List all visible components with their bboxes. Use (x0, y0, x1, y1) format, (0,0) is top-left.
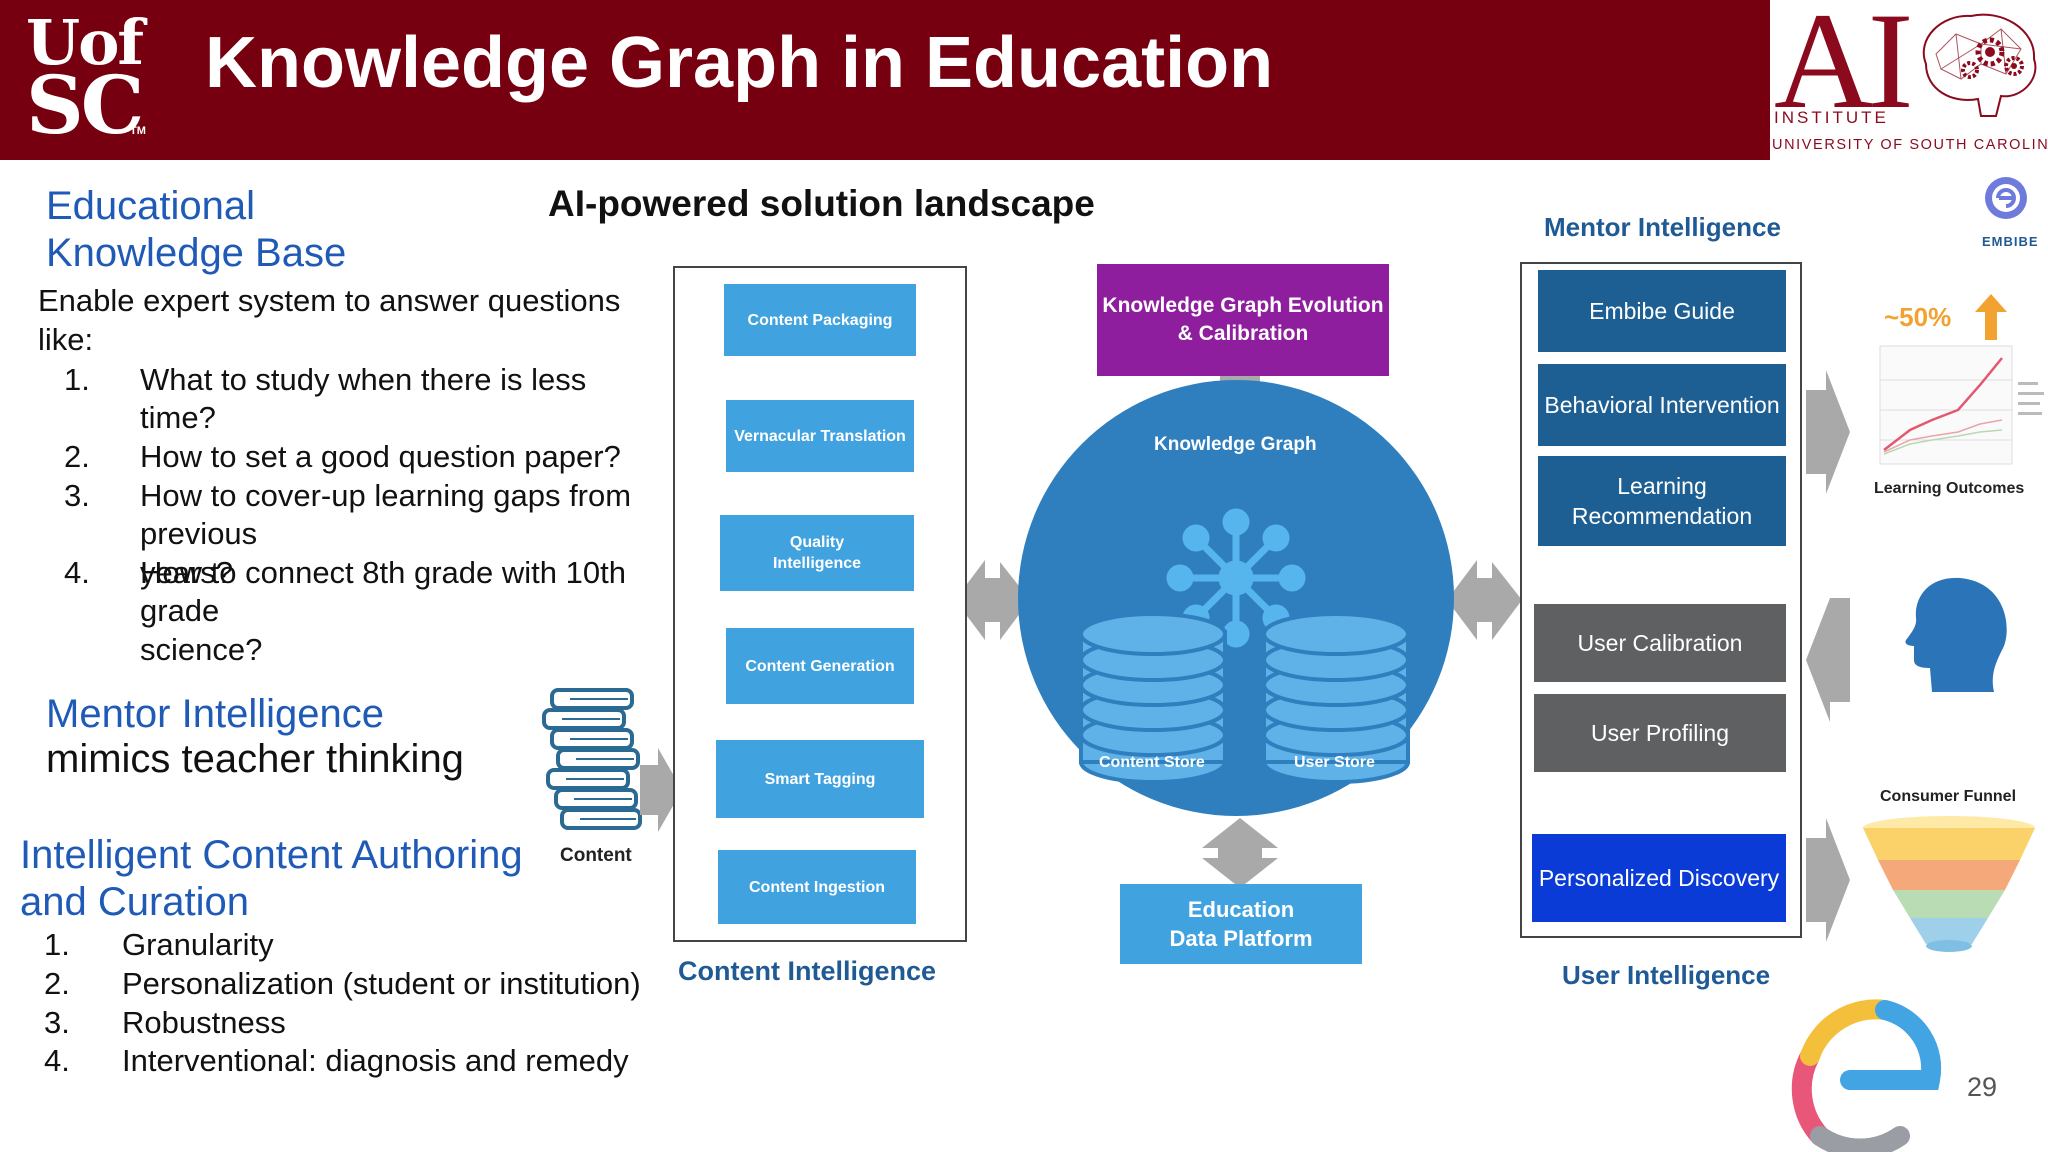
mentor-intelligence-title: Mentor Intelligence (46, 692, 384, 736)
mentor-intelligence-label: Mentor Intelligence (1544, 212, 1781, 242)
education-data-platform-box: Education Data Platform (1120, 884, 1362, 964)
uofsc-logo: Uof SC TM (26, 6, 146, 152)
user-head-icon (1905, 577, 2007, 692)
content-intelligence-frame (673, 266, 967, 942)
page-number: 29 (1967, 1072, 1998, 1102)
ai-institute-letters: AI (1774, 0, 1914, 137)
learning-outcomes-pct: ~50% (1884, 302, 1952, 332)
user-intelligence-label: User Intelligence (1562, 960, 1771, 990)
embibe-guide-box: Embibe Guide (1538, 270, 1786, 352)
vernacular-translation-box: Vernacular Translation (726, 400, 914, 472)
kb-intro-text: Enable expert system to answer questions… (38, 283, 621, 357)
ai-institute-logo (1772, 0, 2048, 160)
kg-evolution-box: Knowledge Graph Evolution & Calibration (1097, 264, 1389, 376)
content-packaging-box: Content Packaging (724, 284, 916, 356)
slide-title: Knowledge Graph in Education (205, 23, 1274, 103)
content-intelligence-label: Content Intelligence (678, 956, 937, 986)
content-label: Content (560, 845, 632, 866)
ai-institute-label: INSTITUTE (1774, 108, 1889, 127)
consumer-funnel-icon (1863, 816, 2035, 952)
learning-outcomes-chart (1879, 345, 2044, 465)
personalized-discovery-box: Personalized Discovery (1532, 834, 1786, 922)
content-store-label: Content Store (1099, 754, 1205, 771)
embibe-large-logo (1791, 999, 1942, 1152)
ica-title: Intelligent Content Authoring and Curati… (20, 833, 523, 924)
embibe-logo-icon (1985, 177, 2027, 219)
user-store-label: User Store (1294, 754, 1375, 771)
arrow-up-icon (1975, 294, 2007, 340)
content-ingestion-box: Content Ingestion (718, 850, 916, 924)
ai-university-label: UNIVERSITY OF SOUTH CAROLINA (1772, 137, 2048, 153)
learning-recommendation-box: Learning Recommendation (1538, 456, 1786, 546)
kb-title: Educational Knowledge Base (46, 184, 347, 275)
learning-outcomes-label: Learning Outcomes (1874, 480, 2025, 497)
diagram-title: AI-powered solution landscape (548, 183, 1095, 224)
user-calibration-box: User Calibration (1534, 604, 1786, 682)
mentor-intelligence-subtitle: mimics teacher thinking (46, 737, 464, 781)
quality-intelligence-box: Quality Intelligence (720, 515, 914, 591)
knowledge-graph-circle (1018, 380, 1454, 816)
smart-tagging-box: Smart Tagging (716, 740, 924, 818)
user-profiling-box: User Profiling (1534, 694, 1786, 772)
content-generation-box: Content Generation (726, 628, 914, 704)
brain-gears-icon (1922, 13, 2037, 117)
header-bar (0, 0, 1770, 160)
behavioral-intervention-box: Behavioral Intervention (1538, 364, 1786, 446)
embibe-label: EMBIBE (1982, 234, 2039, 249)
knowledge-graph-label: Knowledge Graph (1154, 434, 1317, 455)
consumer-funnel-label: Consumer Funnel (1880, 788, 2017, 805)
books-icon (542, 688, 642, 830)
